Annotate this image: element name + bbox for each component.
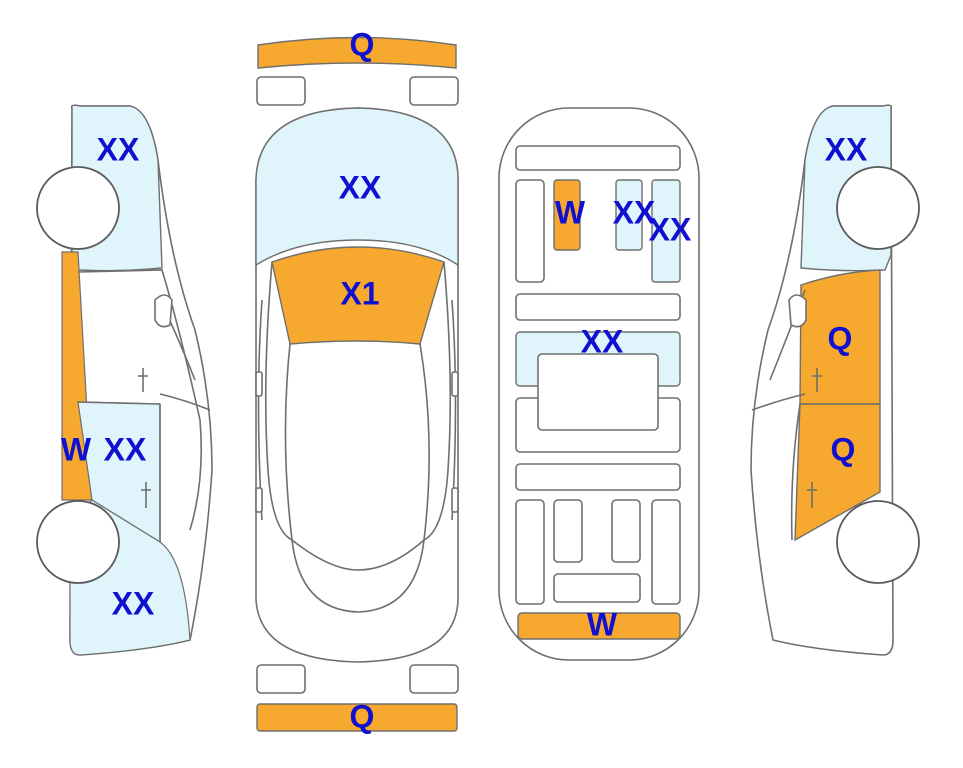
front-bumper-zone — [257, 36, 457, 69]
rear-left-lamp — [256, 664, 306, 694]
label-left-rear-door: XX — [104, 431, 147, 467]
right-front-door-zone — [799, 269, 881, 405]
rear-right-lamp — [409, 664, 459, 694]
top-view — [255, 36, 459, 732]
roof-panel-w-zone — [553, 179, 581, 251]
label-rear-panel: W — [587, 606, 618, 642]
right-front-wheel — [836, 166, 920, 250]
right-side-view — [750, 104, 920, 656]
damage-labels: Q Q XX X1 XX W XX XX W XX XX XX W XX Q Q — [61, 26, 868, 734]
rear-panel-zone — [517, 612, 681, 640]
right-rear-door-zone — [794, 403, 881, 542]
label-left-pillar: W — [61, 431, 92, 467]
label-front-bumper: Q — [350, 26, 375, 62]
left-side-view — [36, 104, 213, 656]
hood-zone — [255, 107, 459, 267]
left-rear-wheel — [36, 500, 120, 584]
roof-panel-xx-a-zone — [615, 179, 643, 251]
label-rear-bumper: Q — [350, 698, 375, 734]
label-left-front-fender: XX — [97, 131, 140, 167]
front-left-lamp — [256, 76, 306, 106]
label-left-rear-quarter: XX — [112, 585, 155, 621]
label-roof-center: XX — [581, 323, 624, 359]
front-right-lamp — [409, 76, 459, 106]
right-rear-wheel — [836, 500, 920, 584]
label-hood: XX — [339, 169, 382, 205]
interior-view — [498, 107, 700, 661]
label-roof-panel-w: W — [555, 194, 586, 230]
rear-bumper-zone — [256, 703, 458, 732]
roof-panel-xx-b-zone — [651, 179, 681, 283]
label-right-front-door: Q — [828, 320, 853, 356]
label-windshield: X1 — [340, 275, 379, 311]
label-roof-panel-xx-b: XX — [649, 211, 692, 247]
label-roof-panel-xx-a: XX — [613, 194, 656, 230]
label-right-rear-door: Q — [831, 431, 856, 467]
label-right-front-fender: XX — [825, 131, 868, 167]
left-front-wheel — [36, 166, 120, 250]
